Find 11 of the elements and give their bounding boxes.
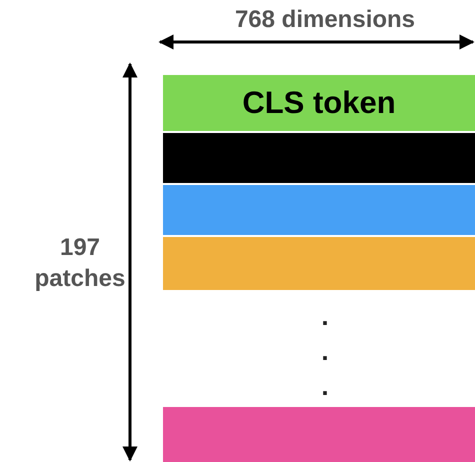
ellipsis-dot: .	[320, 370, 330, 403]
token-bar	[163, 75, 475, 131]
bar-label: CLS token	[242, 85, 396, 121]
token-bar	[163, 133, 475, 183]
token-bar	[163, 407, 475, 462]
ellipsis-dot: .	[320, 300, 330, 333]
token-bar	[163, 185, 475, 235]
token-bar	[163, 237, 475, 290]
dimension-label: 768 dimensions	[234, 5, 416, 35]
dimension-label: 197 patches	[34, 233, 126, 294]
ellipsis-dot: .	[320, 335, 330, 368]
